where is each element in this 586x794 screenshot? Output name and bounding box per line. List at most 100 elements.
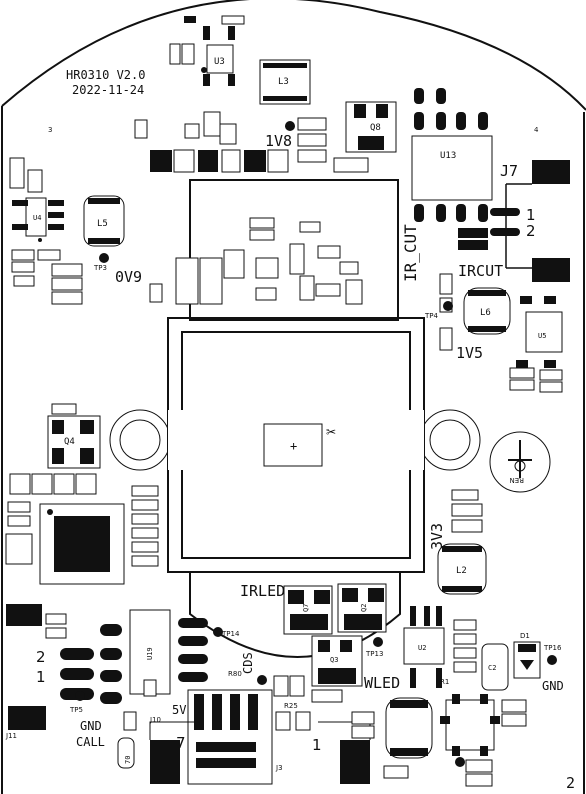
soc-passives [149, 217, 363, 305]
q4-transistor: Q4 [47, 403, 101, 469]
u5-chip: U5 [509, 296, 563, 393]
board-model: HR0310 V2.0 [66, 68, 145, 82]
bottom-right-inductor [385, 697, 433, 759]
part-70: 70 [124, 756, 132, 764]
q4-label: Q4 [64, 437, 75, 447]
u13-label: U13 [440, 151, 456, 161]
svg-text:✂: ✂ [326, 425, 336, 439]
d1-diode: D1 [513, 632, 541, 679]
corner-mark-4: 4 [534, 126, 539, 134]
mount-hole-right [429, 419, 471, 461]
j3-label: J3 [275, 764, 283, 772]
passives-left-b [7, 473, 97, 527]
j3-pin1: 1 [312, 736, 322, 754]
rail-1v5: 1V5 [456, 344, 483, 362]
q3-transistor: Q3 [311, 635, 363, 687]
q2-label: Q2 [360, 604, 368, 612]
net-ircut: IRCUT [458, 262, 503, 280]
passives-left-a [11, 249, 83, 305]
svg-text:+: + [290, 439, 297, 453]
passives-row-top [134, 111, 369, 173]
ren-symbol: REN [489, 431, 551, 493]
j3-connector: 7 1 J3 [149, 689, 371, 785]
net-ir-cut: IR_CUT [401, 224, 420, 282]
u13-chip: U13 [411, 88, 493, 222]
j10-label: J10 [149, 716, 161, 724]
rail-3v3: 3V3 [428, 523, 446, 550]
l6-label: L6 [480, 308, 491, 318]
bottom-right-chip [440, 694, 527, 787]
net-wled: WLED [364, 674, 400, 692]
board-date: 2022-11-24 [72, 83, 144, 97]
rail-0v9: 0V9 [115, 268, 142, 286]
u19-chip: U19 [129, 609, 208, 697]
u3-chip: U3 [169, 15, 245, 86]
net-irled: IRLED [240, 582, 285, 600]
q8-transistor: Q8 [345, 101, 397, 153]
tp5-label: TP5 [69, 706, 83, 714]
ircut-passives [439, 228, 488, 351]
l2-inductor: L2 [437, 543, 487, 595]
net-gnd-call: GND [80, 719, 102, 733]
passives-right-mid [451, 489, 483, 533]
j7-pin1: 1 [526, 206, 536, 224]
u3-label: U3 [214, 57, 225, 67]
l3-label: L3 [278, 77, 289, 87]
u19-label: U19 [146, 647, 154, 660]
mount-hole-left-ring [109, 409, 171, 471]
j3-pin7: 7 [176, 734, 186, 752]
board-outline-top [1, 0, 586, 111]
passives-mid-left [131, 485, 159, 567]
net-call: CALL [76, 735, 105, 749]
l2-label: L2 [456, 566, 467, 576]
r1-label: R1 [440, 678, 449, 686]
l3-inductor: L3 [259, 59, 311, 105]
tp14-label: TP14 [221, 630, 240, 638]
u5-label: U5 [538, 332, 546, 340]
l5-label: L5 [97, 219, 108, 229]
qfn-chip [5, 503, 125, 585]
j7-pin2: 2 [526, 222, 536, 240]
mount-hole-right-ring [419, 409, 481, 471]
r80-label: R80 [228, 670, 242, 678]
q2-transistor: Q2 [337, 583, 387, 633]
passives-right-low [453, 619, 477, 673]
l5-inductor: L5 [83, 195, 125, 247]
corner-mark-3: 3 [48, 126, 52, 134]
j7-label: J7 [500, 162, 518, 180]
q7-transistor: Q7 [283, 585, 333, 635]
net-ren: REN [509, 476, 524, 484]
j11-connector: 2 1 J11 [5, 604, 122, 740]
soc-upper-outline [189, 179, 399, 321]
q3-label: Q3 [330, 656, 338, 664]
u2-chip: U2 R1 [403, 606, 449, 688]
u4-chip: U4 [9, 157, 64, 242]
c2-capacitor: C2 [481, 643, 509, 691]
mount-hole-left [119, 419, 161, 461]
j7-connector: J7 1 2 [490, 160, 570, 282]
net-cds: CDS [241, 652, 255, 674]
u4-label: U4 [33, 214, 41, 222]
j11-pin1: 1 [36, 668, 46, 686]
net-gnd: GND [542, 679, 564, 693]
q7-label: Q7 [302, 604, 310, 612]
tp4-label: TP4 [424, 312, 438, 320]
u2-label: U2 [418, 644, 426, 652]
net-5v: 5V [172, 703, 186, 717]
tp3-label: TP3 [93, 264, 107, 272]
soc-center-marker: + ✂ [263, 423, 336, 467]
j11-label: J11 [5, 732, 17, 740]
c2-label: C2 [488, 664, 496, 672]
page-number: 2 [566, 774, 575, 792]
r25-label: R25 [284, 702, 298, 710]
j11-pin2: 2 [36, 648, 46, 666]
rail-1v8: 1V8 [265, 132, 292, 150]
l6-inductor: L6 [463, 287, 511, 335]
d1-label: D1 [520, 632, 530, 640]
tp16-label: TP16 [543, 644, 562, 652]
passives-bottom [117, 675, 409, 779]
tp13-label: TP13 [365, 650, 383, 658]
q8-label: Q8 [370, 123, 381, 133]
